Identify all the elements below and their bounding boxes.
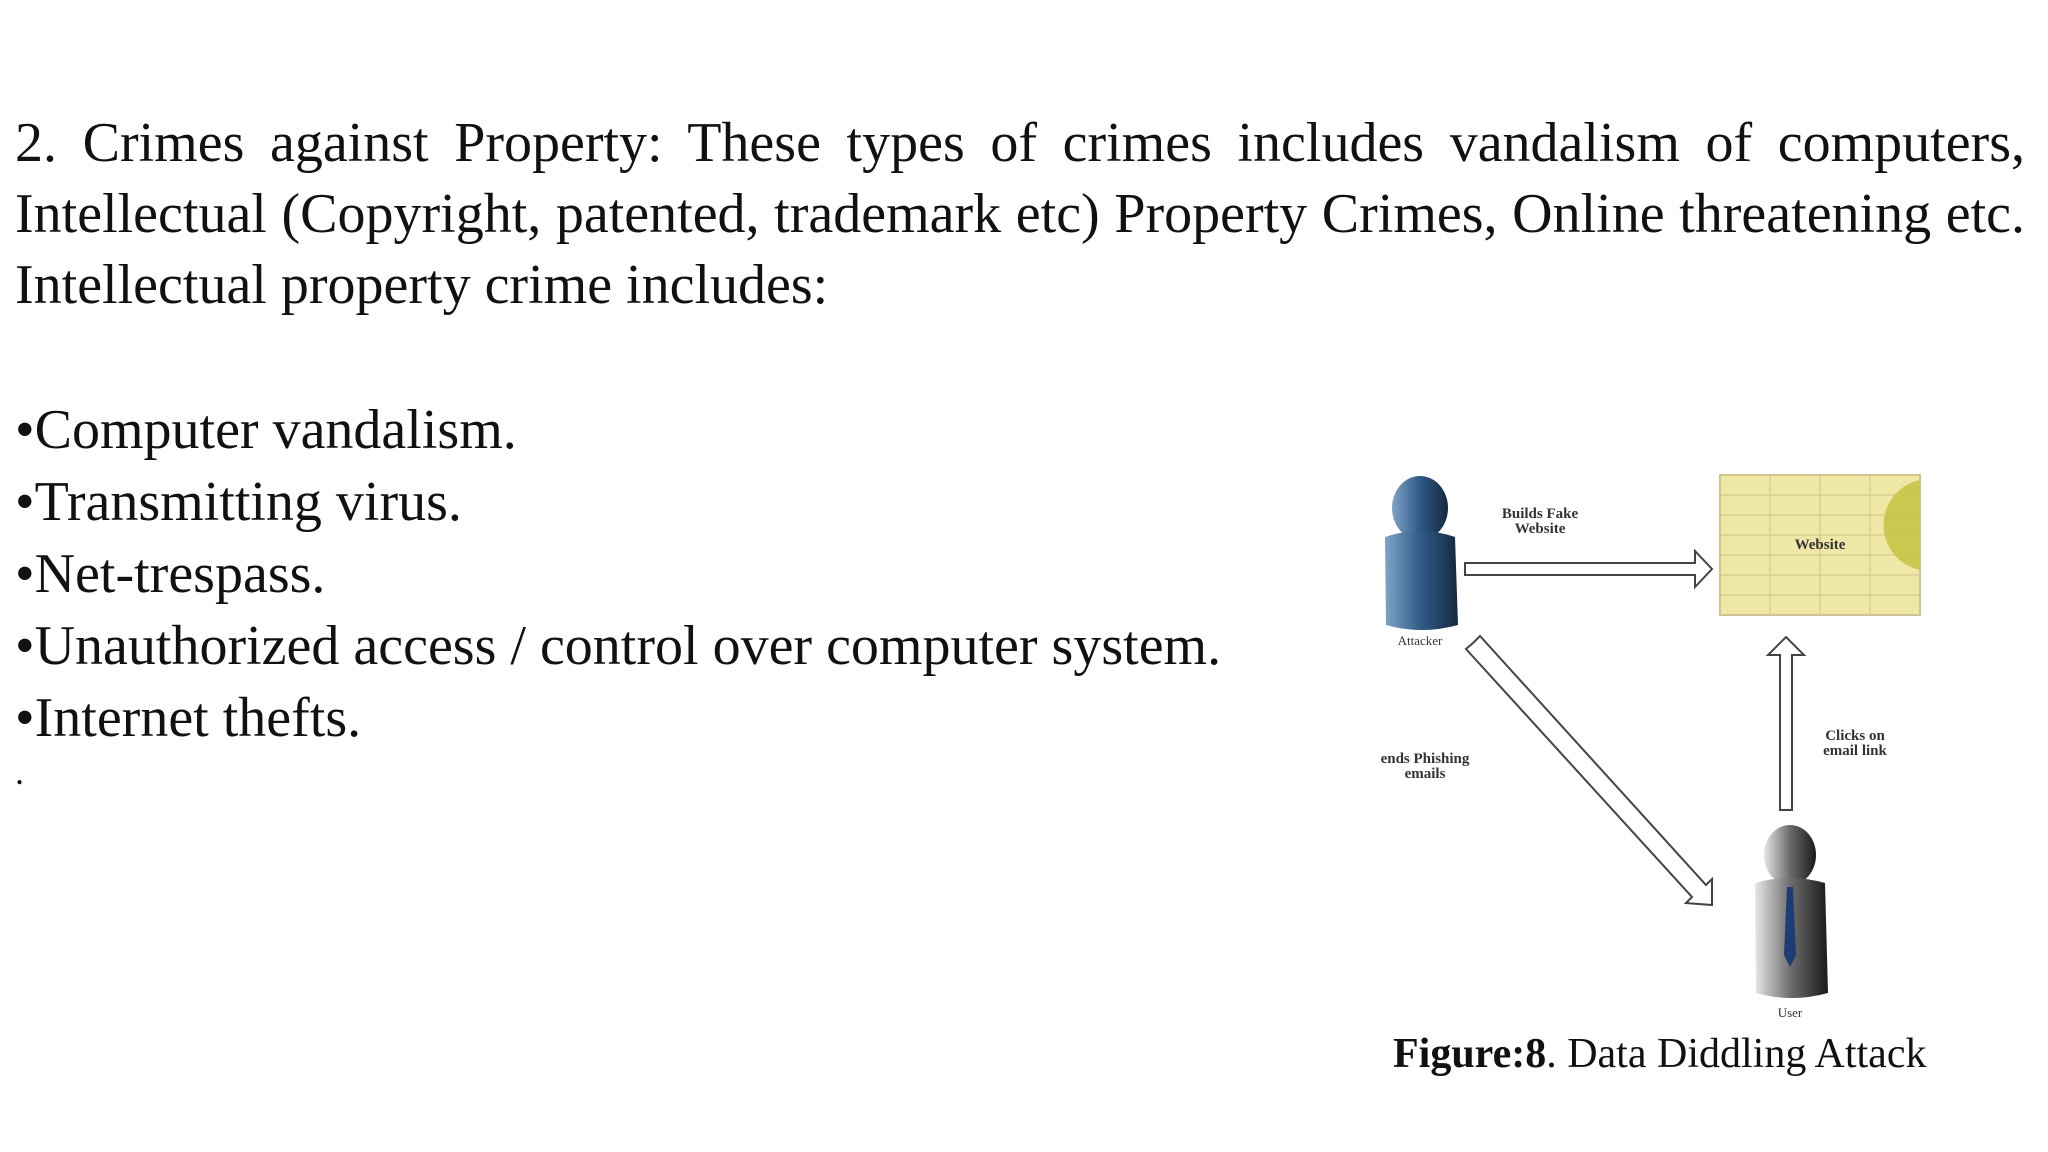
caption-text: . Data Diddling Attack bbox=[1546, 1031, 1927, 1077]
list-item: •Internet thefts. bbox=[15, 687, 362, 749]
arrow-right-icon bbox=[1464, 548, 1714, 590]
trailing-period: . bbox=[15, 752, 24, 792]
label-clicks-on: Clicks on email link bbox=[1823, 728, 1887, 759]
label-user: User bbox=[1777, 1005, 1803, 1020]
list-item: •Computer vandalism. bbox=[15, 399, 517, 461]
user-icon bbox=[1755, 825, 1828, 998]
website-icon bbox=[1719, 474, 1921, 616]
label-builds-fake: Builds Fake Website bbox=[1501, 506, 1579, 537]
list-item: •Net-trespass. bbox=[15, 543, 326, 605]
arrow-up-icon bbox=[1765, 635, 1807, 811]
crime-list: •Computer vandalism. •Transmitting virus… bbox=[15, 394, 1221, 754]
caption-figure-number: Figure:8 bbox=[1393, 1031, 1547, 1077]
intro-paragraph: 2. Crimes against Property: These types … bbox=[15, 112, 2025, 316]
arrow-diagonal-icon bbox=[1464, 634, 1713, 907]
label-sends-phishing: ends Phishing emails bbox=[1380, 751, 1470, 782]
phishing-diagram: Builds Fake Website Website Attacker end… bbox=[1350, 455, 1950, 1095]
attacker-icon bbox=[1385, 476, 1458, 630]
list-item: •Transmitting virus. bbox=[15, 471, 462, 533]
figure-caption: Figure:8. Data Diddling Attack bbox=[1393, 1030, 1926, 1078]
label-attacker: Attacker bbox=[1397, 633, 1443, 648]
diagram-graphics bbox=[1385, 474, 1921, 998]
label-website: Website bbox=[1794, 537, 1846, 553]
list-item: •Unauthorized access / control over comp… bbox=[15, 615, 1222, 677]
